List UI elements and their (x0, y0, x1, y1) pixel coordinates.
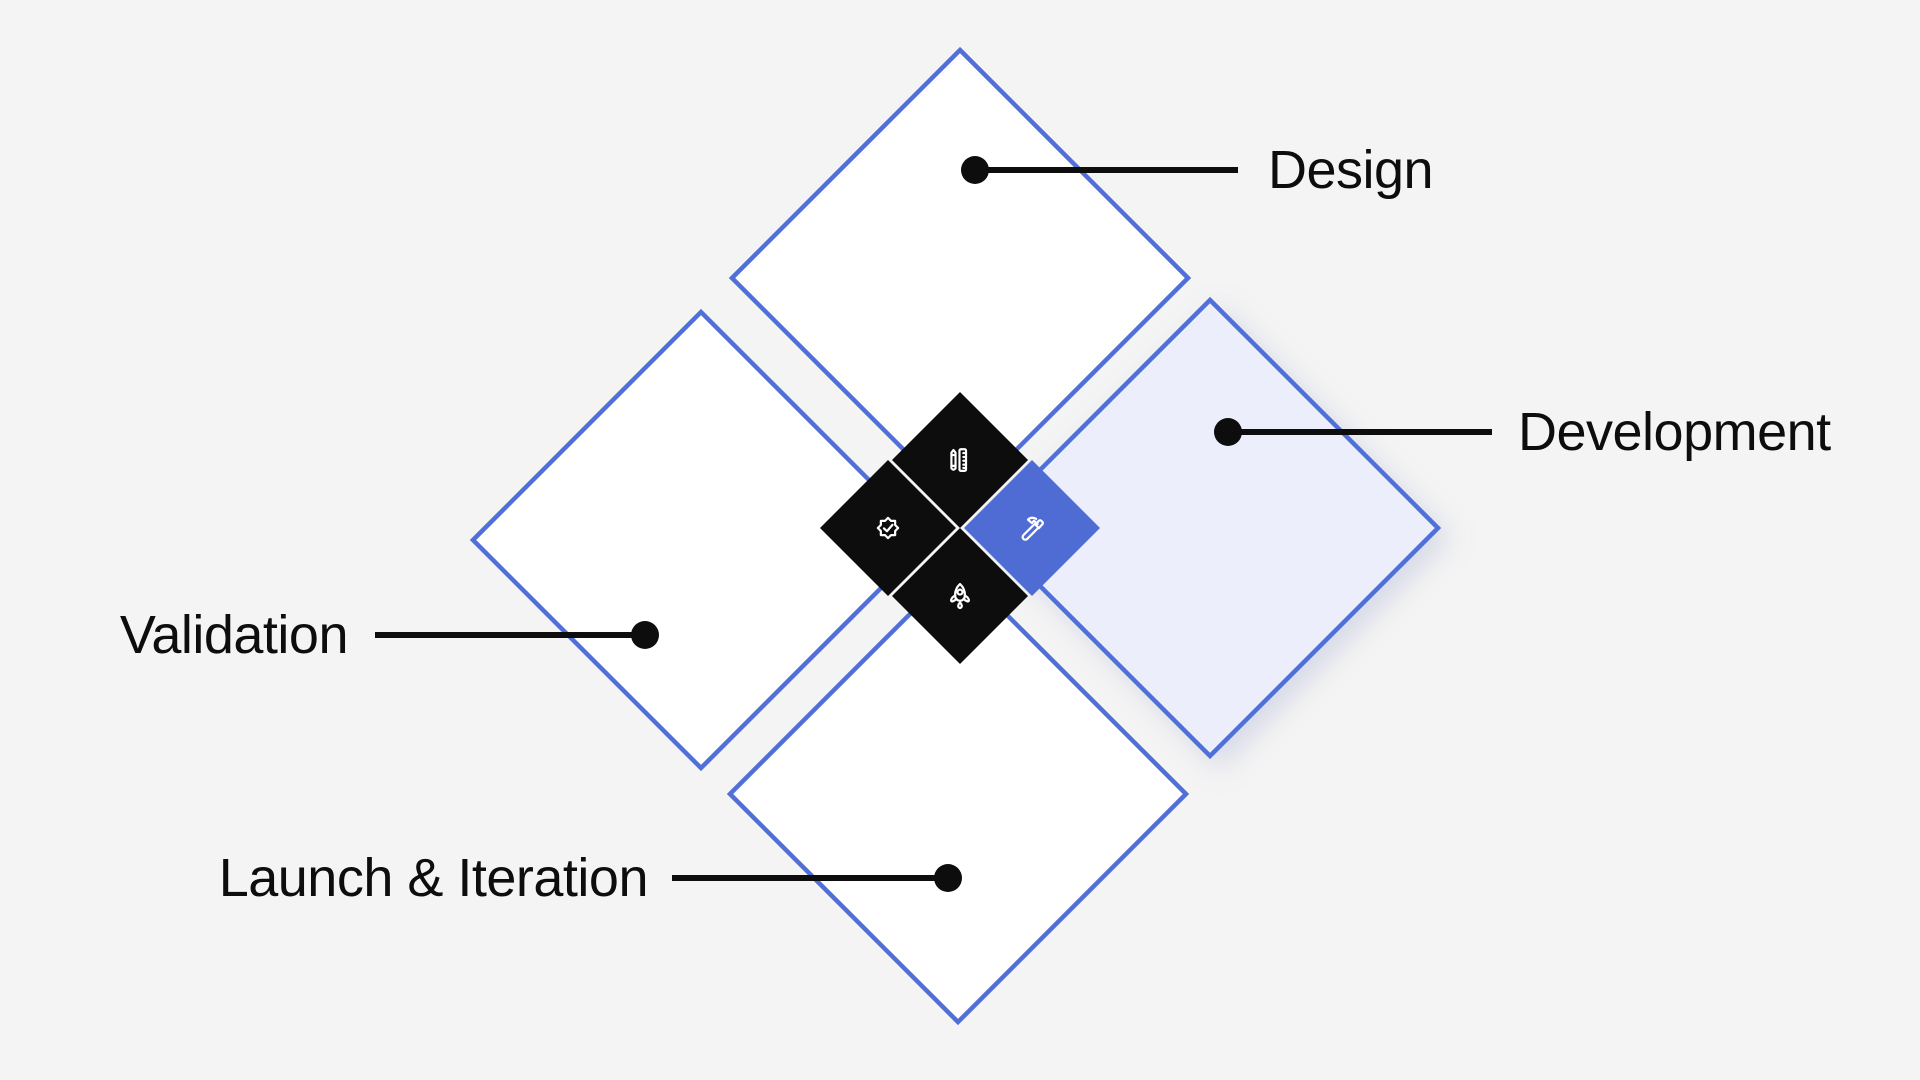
quadrant-label-validation: Validation (119, 605, 349, 665)
leader-dot-validation (631, 621, 659, 649)
leader-validation (375, 621, 659, 649)
leader-development (1214, 418, 1492, 446)
leader-dot-development (1214, 418, 1242, 446)
center-tile-validation[interactable] (820, 460, 956, 596)
quadrant-label-development: Development (1518, 402, 1831, 462)
center-tile-design[interactable] (892, 392, 1028, 528)
quadrant-label-design: Design (1268, 140, 1434, 200)
quadrant-diamond-development[interactable] (978, 296, 1442, 760)
leader-launch-and-iteration (672, 864, 962, 892)
badge-check-icon (876, 516, 900, 540)
pencil-ruler-icon (950, 448, 968, 472)
leader-dot-design (961, 156, 989, 184)
center-tile-launch-and-iteration[interactable] (892, 528, 1028, 664)
quadrant-label-launch-and-iteration: Launch & Iteration (218, 848, 649, 908)
hammer-icon (1021, 516, 1044, 541)
center-tile-development[interactable] (964, 460, 1100, 596)
rocket-icon (950, 582, 970, 610)
leader-dot-launch-and-iteration (934, 864, 962, 892)
leader-design (961, 156, 1238, 184)
